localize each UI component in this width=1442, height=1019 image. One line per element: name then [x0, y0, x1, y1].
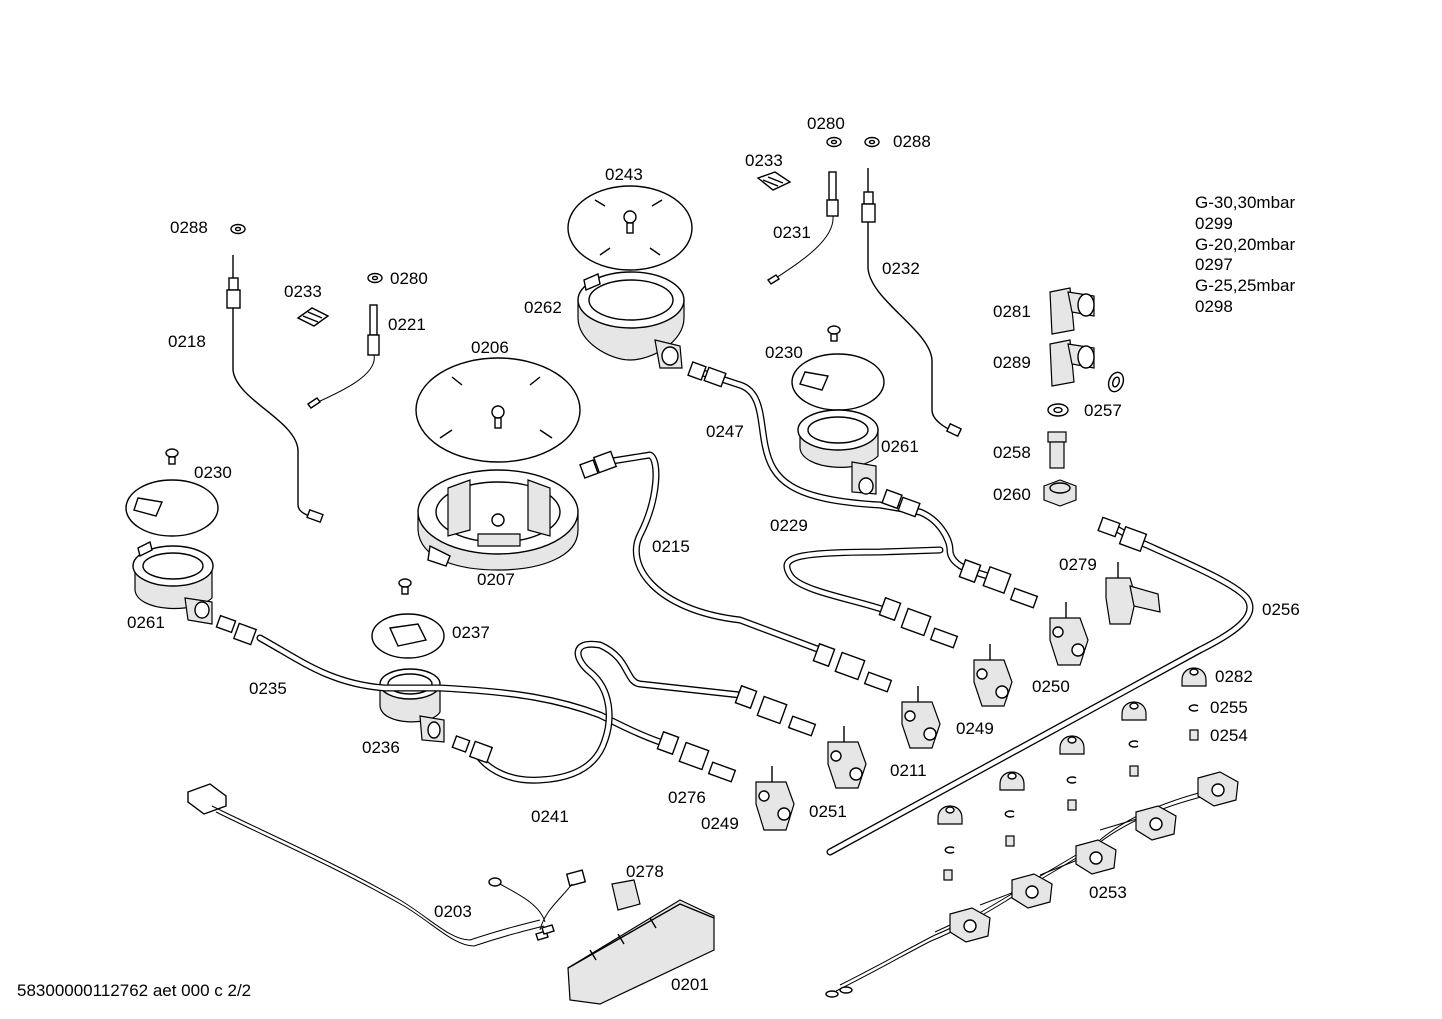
label-0233-left: 0233 — [284, 282, 322, 301]
washer-0280-top — [826, 136, 842, 148]
knob-parts — [937, 667, 1207, 881]
label-0243: 0243 — [605, 165, 643, 184]
label-0258: 0258 — [993, 443, 1031, 462]
label-0249-low: 0249 — [701, 814, 739, 833]
thermocouple-0232 — [861, 168, 963, 438]
label-0251: 0251 — [809, 802, 847, 821]
label-0289: 0289 — [993, 353, 1031, 372]
housing-0201 — [567, 899, 715, 1005]
label-0206: 0206 — [471, 338, 509, 357]
burner-body-0261-mid — [797, 409, 879, 495]
label-0281: 0281 — [993, 302, 1031, 321]
burner-body-0261-left — [132, 540, 214, 625]
label-0232: 0232 — [882, 259, 920, 278]
washer-0257 — [1047, 403, 1069, 417]
label-0221: 0221 — [388, 315, 426, 334]
label-0255: 0255 — [1210, 698, 1248, 717]
gas-note-line: G-25,25mbar — [1195, 276, 1296, 296]
cap-0230-mid — [791, 353, 885, 411]
label-0262: 0262 — [524, 298, 562, 317]
valve-0279 — [1105, 562, 1161, 625]
label-0279: 0279 — [1059, 555, 1097, 574]
label-0280-top: 0280 — [807, 114, 845, 133]
label-0229: 0229 — [770, 516, 808, 535]
label-0250: 0250 — [1032, 677, 1070, 696]
gas-fittings-right — [1043, 287, 1125, 507]
label-0237: 0237 — [452, 623, 490, 642]
label-0203: 0203 — [434, 902, 472, 921]
label-0257: 0257 — [1084, 401, 1122, 420]
label-0254: 0254 — [1210, 726, 1248, 745]
washer-0288-left — [230, 223, 246, 235]
clip-0233-top — [756, 171, 792, 191]
label-0236: 0236 — [362, 738, 400, 757]
label-0247: 0247 — [706, 422, 744, 441]
thermocouple-0218 — [226, 255, 324, 524]
document-footer-id: 58300000112762 aet 000 c 2/2 — [17, 981, 252, 1000]
gas-valves — [755, 562, 1161, 831]
label-0218: 0218 — [168, 332, 206, 351]
gas-note-line: 0298 — [1195, 296, 1233, 316]
screw-0237 — [398, 578, 412, 595]
clip-0278 — [611, 879, 641, 911]
label-0288-top: 0288 — [893, 132, 931, 151]
label-0280-left: 0280 — [390, 269, 428, 288]
label-0230-mid: 0230 — [765, 343, 803, 362]
nut-0260 — [1043, 479, 1077, 507]
label-0201: 0201 — [671, 975, 709, 994]
label-0233-top: 0233 — [745, 151, 783, 170]
label-0260: 0260 — [993, 485, 1031, 504]
thermocouple-0221 — [306, 304, 380, 409]
gas-note-line: 0299 — [1195, 213, 1233, 233]
burner-ring-0206 — [415, 357, 581, 463]
label-0215: 0215 — [652, 537, 690, 556]
clip-0233-left — [296, 307, 330, 327]
elbow-0289 — [1049, 339, 1095, 387]
label-0256: 0256 — [1262, 600, 1300, 619]
thermocouple-0231 — [766, 171, 839, 285]
gas-note-line: 0297 — [1195, 255, 1233, 275]
gas-note-line: G-20,20mbar — [1195, 234, 1296, 254]
nozzle-0258 — [1047, 431, 1067, 469]
seal-0257 — [1107, 371, 1125, 393]
cap-0237 — [371, 613, 445, 659]
label-0211: 0211 — [890, 761, 927, 780]
label-0231: 0231 — [773, 223, 811, 242]
label-0282: 0282 — [1215, 667, 1253, 686]
washer-0280-left — [367, 272, 383, 284]
gas-tubes — [256, 368, 1254, 856]
ignition-switches-0253 — [825, 771, 1239, 998]
elbow-0281 — [1049, 287, 1095, 335]
label-0249-mid: 0249 — [956, 719, 994, 738]
label-0207: 0207 — [477, 570, 515, 589]
label-0261-mid: 0261 — [881, 437, 919, 456]
label-0278: 0278 — [626, 862, 664, 881]
screw-0230-left — [165, 448, 179, 465]
label-0253: 0253 — [1089, 883, 1127, 902]
burner-cap-0243 — [567, 185, 693, 271]
gas-note-line: G-30,30mbar — [1195, 193, 1296, 212]
tube-fittings — [215, 361, 1148, 783]
label-0235: 0235 — [249, 679, 287, 698]
power-cable-0203 — [187, 783, 587, 947]
gas-type-note: G-30,30mbar 0299 G-20,20mbar 0297 G-25,2… — [1195, 193, 1295, 318]
label-0288-left: 0288 — [170, 218, 208, 237]
cap-0230-left — [125, 479, 219, 537]
label-0241: 0241 — [531, 807, 569, 826]
label-0261-left: 0261 — [127, 613, 165, 632]
label-0230-left: 0230 — [194, 463, 232, 482]
burner-body-0207 — [417, 469, 579, 571]
burner-body-0236 — [379, 668, 445, 743]
washer-0288-top — [864, 136, 880, 148]
burner-body-0262 — [577, 271, 685, 369]
label-0276: 0276 — [668, 788, 706, 807]
screw-0230-mid — [827, 325, 841, 342]
